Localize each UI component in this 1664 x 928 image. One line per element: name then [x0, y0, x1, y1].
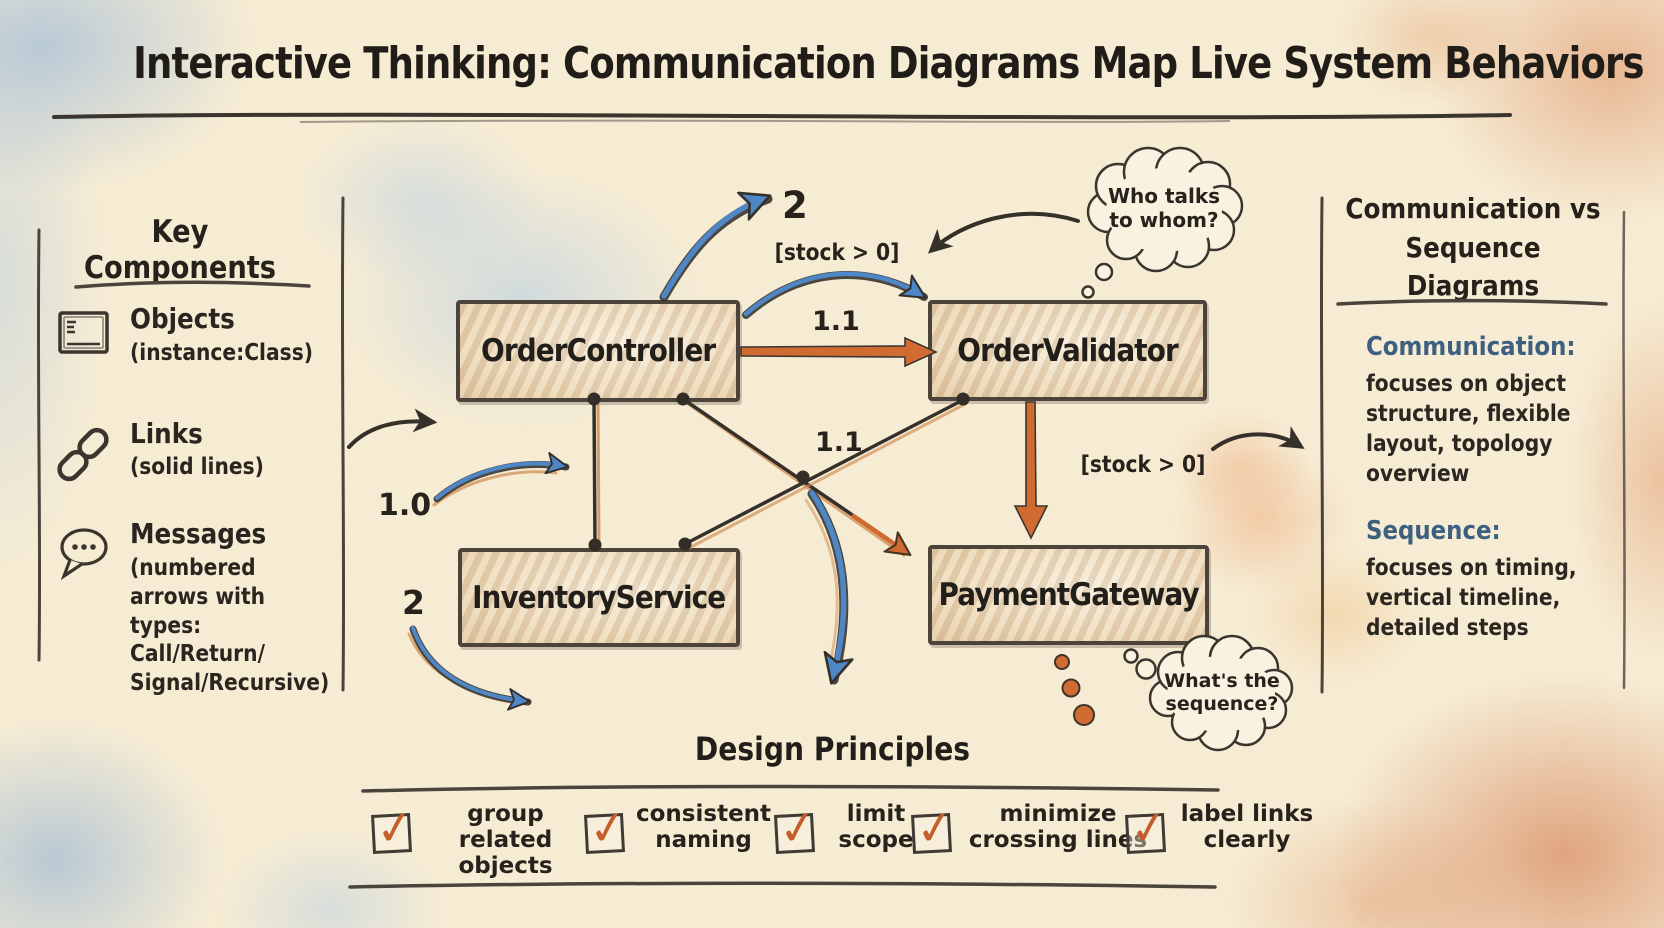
message-number-2-left: 2 [402, 583, 425, 622]
comparison-heading-line2: Sequence Diagrams [1405, 230, 1541, 303]
page-title: Interactive Thinking: Communication Diag… [133, 38, 1644, 89]
message-number-1-1-mid: 1.1 [815, 427, 863, 458]
communication-body: focuses on object structure, flexible la… [1366, 371, 1571, 487]
sequence-dots [1054, 654, 1095, 726]
principle-label: group related objects [458, 801, 553, 879]
principle-label: label links clearly [1180, 801, 1314, 853]
thought-sequence-text: What's the sequence? [1164, 670, 1280, 716]
objects-sub: (instance:Class) [130, 340, 314, 366]
object-links [587, 392, 970, 558]
chain-link-icon [52, 420, 116, 494]
title-underline [52, 112, 1512, 123]
checkbox-icon [371, 813, 412, 854]
node-label: PaymentGateway [938, 577, 1199, 613]
principle-group-related-objects: group related objects [371, 801, 588, 879]
message-number-1-0: 1.0 [378, 488, 432, 523]
guard-condition-top: [stock > 0] [774, 240, 900, 266]
checkbox-icon [774, 813, 815, 854]
checkbox-icon [1125, 813, 1166, 854]
object-box-icon [56, 308, 112, 362]
sequence-body: focuses on timing, vertical timeline, de… [1366, 555, 1577, 641]
principle-limit-scope: limit scope [774, 801, 926, 854]
sequence-label: Sequence: [1366, 516, 1501, 546]
principle-consistent-naming: consistent naming [584, 801, 772, 854]
message-number-2-top: 2 [782, 184, 808, 227]
principle-label: limit scope [838, 801, 914, 853]
node-label: OrderValidator [957, 332, 1179, 369]
node-inventory-service: InventoryService [458, 548, 740, 647]
checkbox-icon [911, 813, 952, 854]
node-order-validator: OrderValidator [928, 300, 1207, 401]
objects-label: Objects [130, 302, 235, 335]
messages-label: Messages [130, 517, 267, 550]
checkbox-icon [584, 813, 625, 854]
comparison-heading: Communication vs Sequence Diagrams [1340, 190, 1606, 306]
message-number-1-1-top: 1.1 [812, 306, 860, 337]
message-bubble-icon [56, 524, 114, 586]
principle-label: minimize crossing lines [968, 801, 1148, 853]
node-payment-gateway: PaymentGateway [928, 545, 1209, 645]
node-order-controller: OrderController [456, 300, 740, 402]
key-components-heading: Key Components [83, 214, 277, 286]
principle-minimize-crossing-lines: minimize crossing lines [911, 801, 1153, 854]
node-label: InventoryService [472, 579, 726, 616]
node-label: OrderController [480, 333, 716, 369]
thought-who-text: Who talks to whom? [1107, 184, 1221, 233]
communication-label: Communication: [1366, 332, 1576, 362]
principle-label-links-clearly: label links clearly [1125, 801, 1317, 854]
links-label: Links [130, 417, 203, 450]
comparison-heading-line1: Communication vs [1345, 192, 1601, 225]
guard-condition-right: [stock > 0] [1080, 452, 1206, 478]
links-sub: (solid lines) [130, 454, 264, 480]
design-principles-heading: Design Principles [694, 730, 971, 768]
messages-sub: (numbered arrows with types: Call/Return… [130, 555, 330, 696]
principle-label: consistent naming [636, 801, 772, 853]
